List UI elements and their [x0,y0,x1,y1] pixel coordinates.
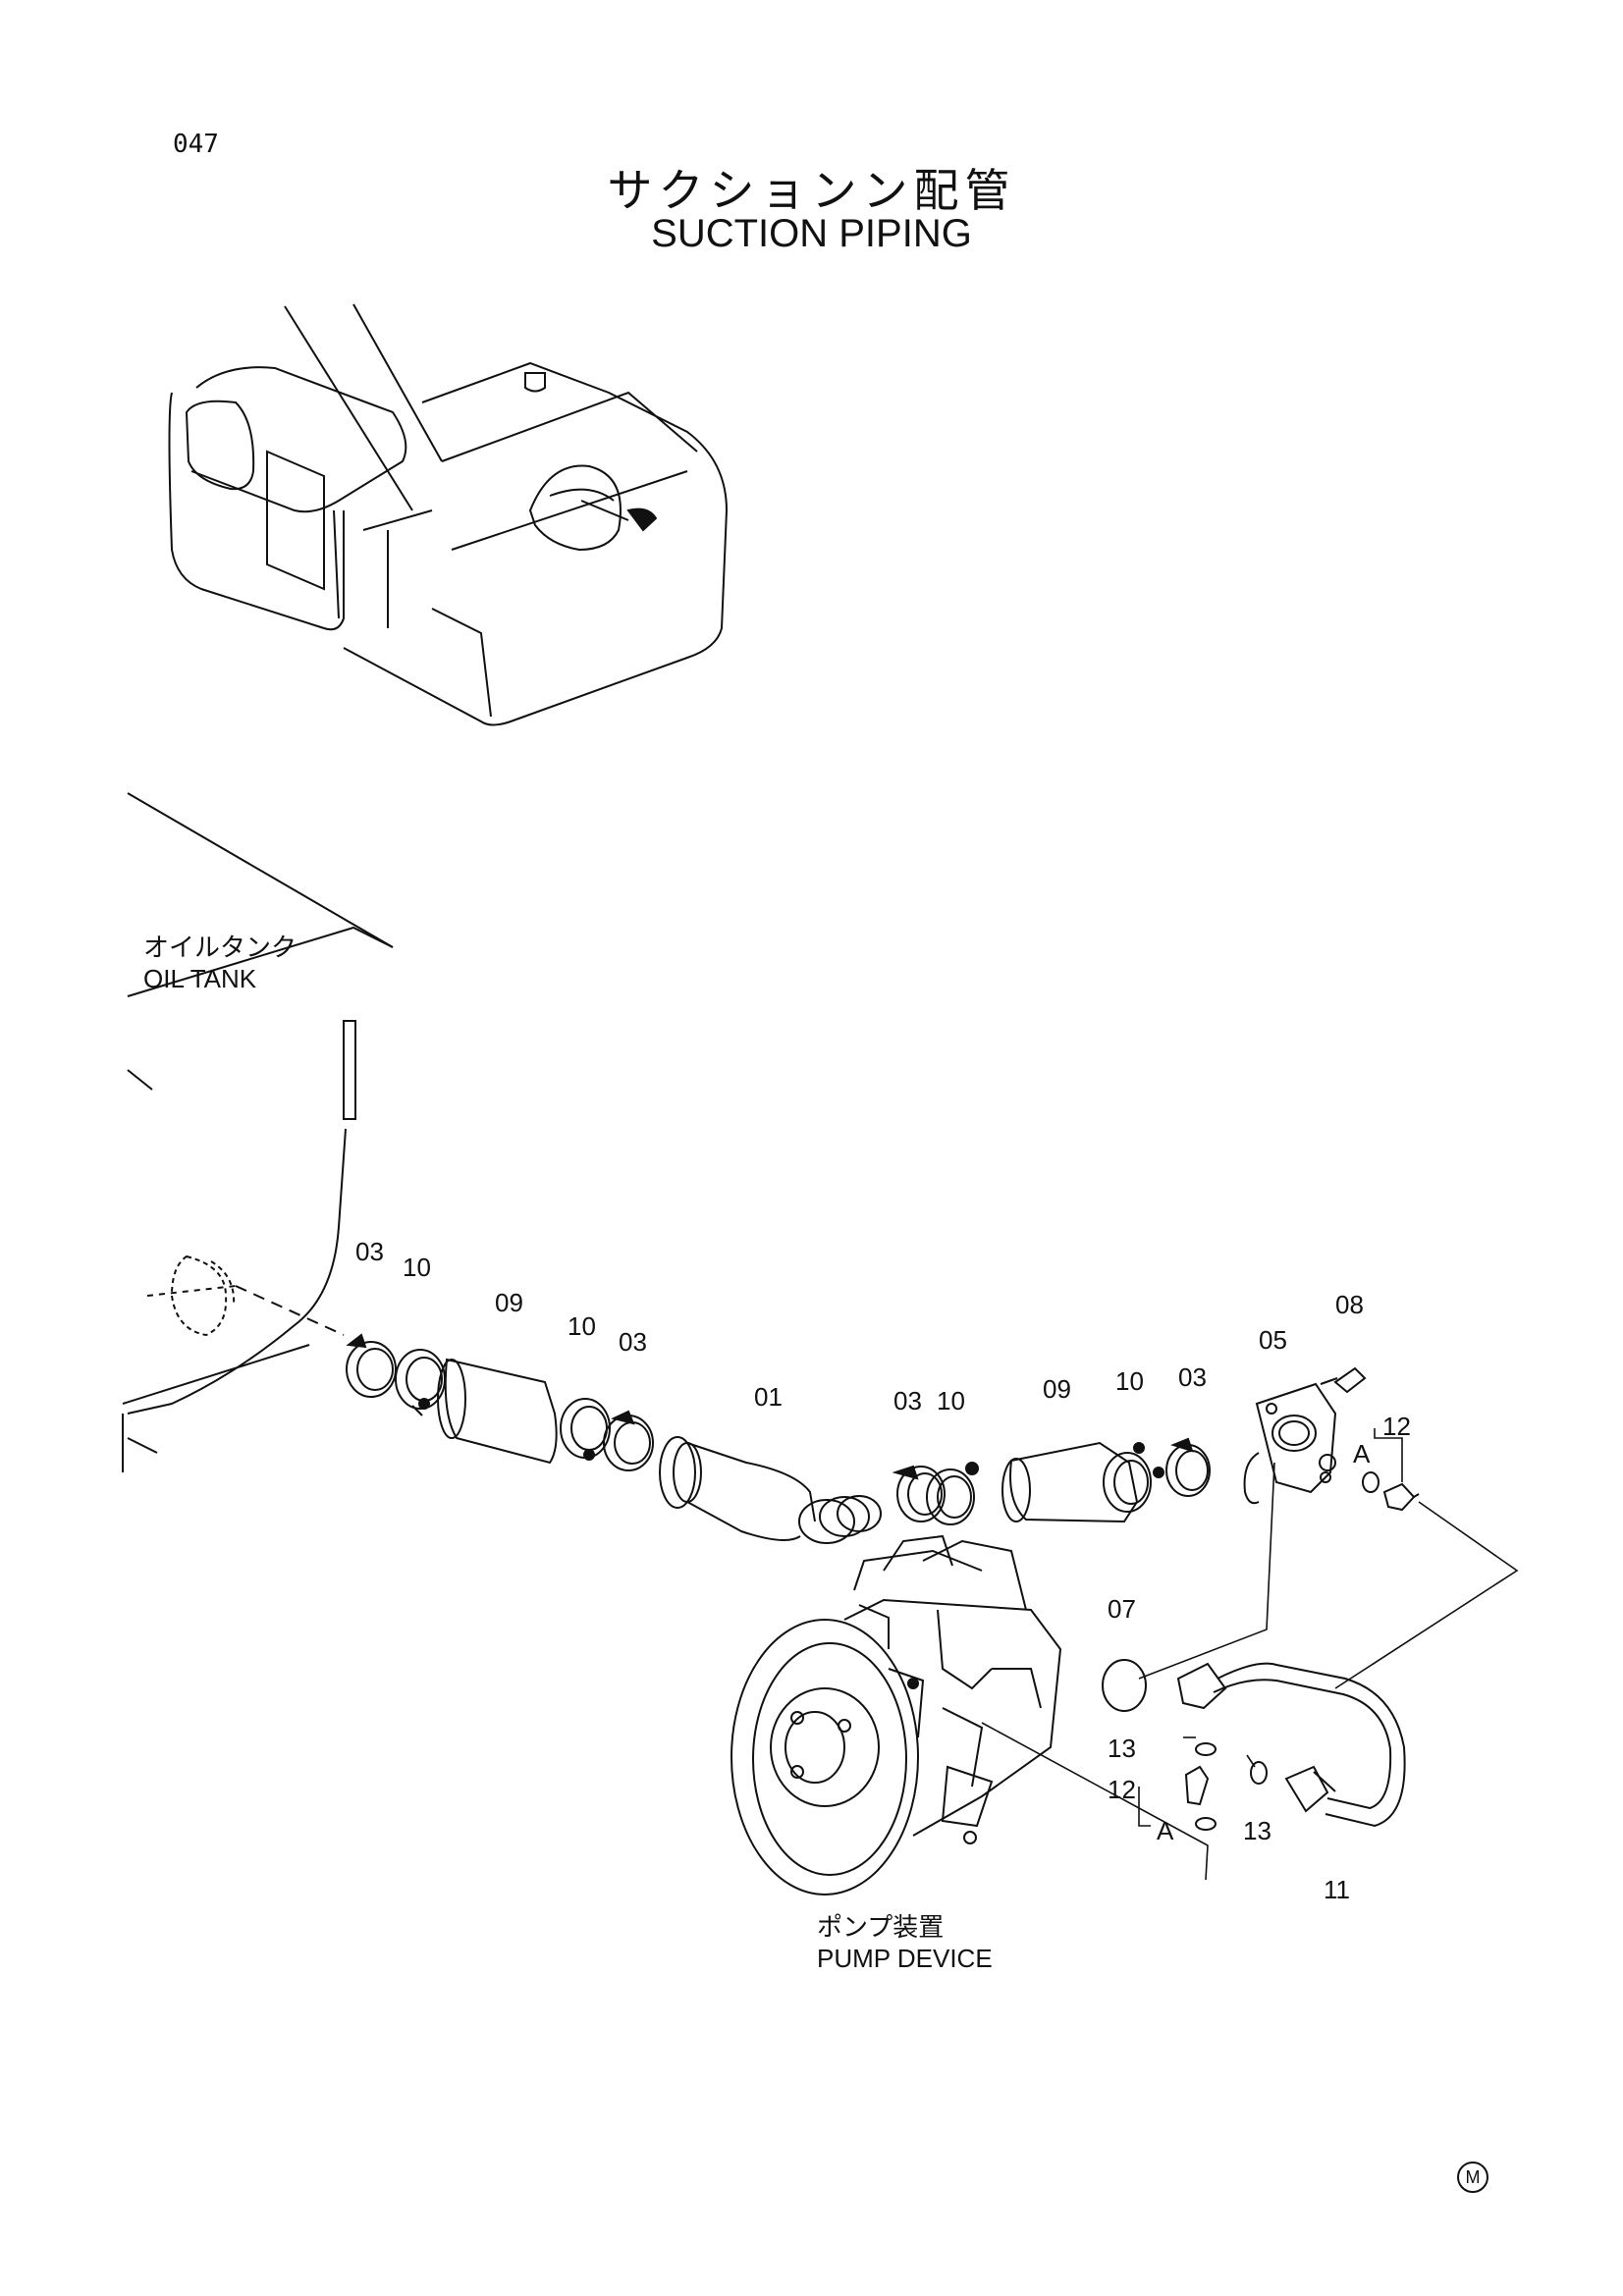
hose-group-left [346,1333,654,1471]
page-number: 047 [173,130,219,159]
pipe-11 [1213,1662,1406,1828]
callout-07: 07 [1108,1594,1136,1624]
callout-11: 11 [1324,1875,1350,1904]
callout-13: 13 [1243,1816,1271,1845]
callout-01: 01 [754,1382,783,1412]
page-title: SUCTION PIPING [651,212,972,255]
callout-09: 09 [495,1288,523,1317]
callout-03: 03 [1178,1362,1207,1392]
callout-10: 10 [568,1311,596,1341]
pump-device-label-japanese: ポンプ装置 [817,1912,945,1942]
pump-device [730,1534,1062,1896]
callout-10: 10 [403,1253,431,1282]
callout-a: A [1353,1439,1371,1468]
callout-10: 10 [937,1386,965,1415]
callout-13: 13 [1108,1734,1136,1763]
oil-tank-label-japanese: オイルタンク [143,933,298,962]
pump-device-label: PUMP DEVICE [817,1944,993,1973]
callout-03: 03 [355,1237,384,1266]
hose-group-right [892,1437,1211,1525]
suction-flange [1243,1366,1420,1512]
corner-mark: M [1457,2162,1488,2193]
callout-03: 03 [619,1327,647,1357]
callout-a: A [1157,1816,1174,1845]
callout-09: 09 [1043,1374,1071,1404]
reference-lines [981,1428,1519,1881]
page-title-japanese: サクションン配管 [607,164,1016,217]
callout-10: 10 [1115,1366,1144,1396]
callout-08: 08 [1335,1290,1364,1319]
callout-12: 12 [1382,1412,1411,1441]
oil-tank-label: OIL TANK [143,964,257,993]
callout-05: 05 [1259,1325,1287,1355]
excavator-overview [168,303,729,726]
elbow-hose-01 [659,1436,882,1544]
oil-tank [122,792,394,1472]
o-rings [1102,1659,1268,1831]
callout-03: 03 [893,1386,922,1415]
